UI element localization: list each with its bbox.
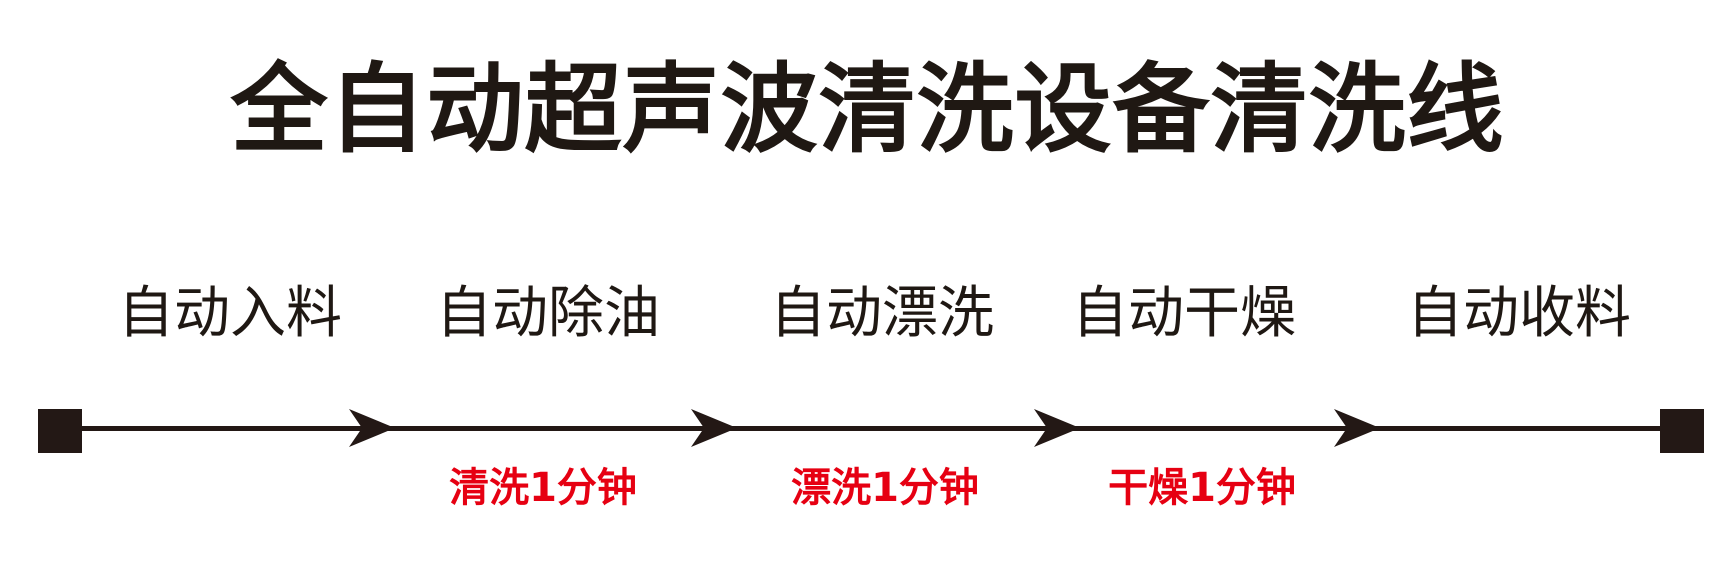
timeline-end-node — [1660, 409, 1704, 453]
duration-label-rinsing: 漂洗1分钟 — [791, 465, 979, 511]
timeline-start-node — [38, 409, 82, 453]
stage-label-degreasing: 自动除油 — [436, 281, 660, 346]
duration-label-drying: 干燥1分钟 — [1108, 465, 1296, 511]
arrow-right-icon — [1034, 409, 1080, 447]
arrow-right-shape — [1034, 409, 1080, 447]
page-title: 全自动超声波清洗设备清洗线 — [230, 53, 1505, 166]
arrow-right-shape — [349, 409, 395, 447]
stage-label-collecting: 自动收料 — [1407, 281, 1631, 346]
stage-label-drying: 自动干燥 — [1072, 281, 1296, 346]
stage-label-rinsing: 自动漂洗 — [770, 281, 994, 346]
arrow-right-shape — [1334, 409, 1380, 447]
stage-label-feeding: 自动入料 — [118, 281, 342, 346]
arrow-right-icon — [691, 409, 737, 447]
arrow-right-icon — [349, 409, 395, 447]
arrow-right-shape — [691, 409, 737, 447]
arrow-right-icon — [1334, 409, 1380, 447]
duration-label-cleaning: 清洗1分钟 — [449, 465, 637, 511]
timeline-line — [60, 426, 1680, 431]
